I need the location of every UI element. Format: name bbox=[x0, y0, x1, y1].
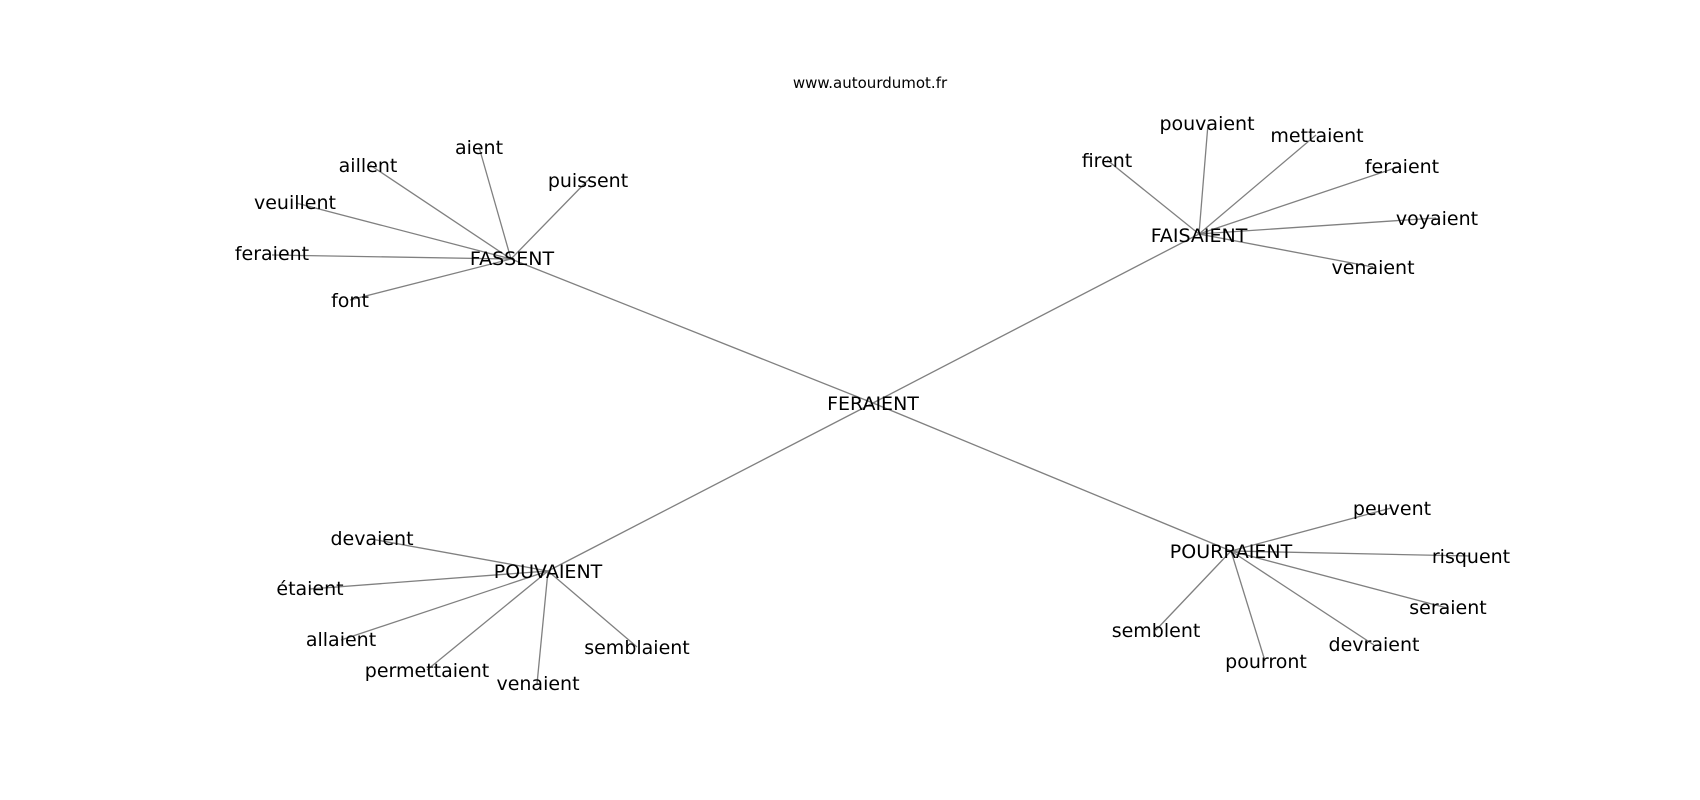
edge-pouvaient_h-devaient bbox=[370, 538, 549, 572]
node-feraient-c: FERAIENT bbox=[827, 393, 919, 415]
node-feraient-1: feraient bbox=[235, 243, 309, 265]
edge-pouvaient_h-permettaient bbox=[426, 570, 549, 671]
edge-fassent-font bbox=[349, 258, 512, 301]
edge-faisaient-firent bbox=[1106, 159, 1200, 235]
node-firent: firent bbox=[1082, 150, 1133, 172]
node-puissent: puissent bbox=[548, 170, 628, 192]
node-devaient: devaient bbox=[330, 528, 413, 550]
edge-pourraient-semblent bbox=[1155, 550, 1232, 631]
edge-feraient_c-faisaient bbox=[872, 233, 1200, 404]
edge-faisaient-pouvaient_l bbox=[1198, 123, 1209, 235]
source-label: www.autourdumot.fr bbox=[793, 74, 948, 92]
node-pourraient: POURRAIENT bbox=[1170, 541, 1293, 563]
edge-pouvaient_h-allaient bbox=[340, 570, 549, 641]
node-mettaient: mettaient bbox=[1270, 125, 1363, 147]
edge-faisaient-feraient_2 bbox=[1198, 165, 1402, 235]
edge-fassent-aillent bbox=[369, 164, 512, 260]
edge-layer bbox=[271, 123, 1471, 685]
node-peuvent: peuvent bbox=[1353, 498, 1431, 520]
edge-feraient_c-pourraient bbox=[872, 402, 1232, 552]
edge-fassent-feraient_1 bbox=[271, 254, 512, 260]
edge-fassent-aient bbox=[478, 146, 512, 260]
edge-faisaient-mettaient bbox=[1198, 134, 1317, 235]
edge-fassent-veuillent bbox=[295, 202, 512, 260]
node-faisaient: FAISAIENT bbox=[1151, 225, 1248, 247]
edge-pourraient-risquent bbox=[1230, 550, 1471, 557]
edge-pourraient-pourront bbox=[1230, 550, 1266, 662]
node-etaient: étaient bbox=[276, 578, 343, 600]
node-semblaient: semblaient bbox=[584, 637, 690, 659]
node-pourront: pourront bbox=[1225, 651, 1307, 673]
node-allaient: allaient bbox=[306, 629, 376, 651]
edge-pouvaient_h-venaient_2 bbox=[536, 570, 549, 685]
node-veuillent: veuillent bbox=[254, 192, 336, 214]
node-permettaient: permettaient bbox=[365, 660, 489, 682]
edge-feraient_c-fassent bbox=[510, 258, 874, 404]
node-aient: aient bbox=[455, 137, 503, 159]
node-pouvaient-h: POUVAIENT bbox=[494, 561, 603, 583]
label-layer: FERAIENT FASSENT FAISAIENT POUVAIENT POURRAI… bbox=[235, 113, 1510, 695]
node-aillent: aillent bbox=[339, 155, 398, 177]
node-devraient: devraient bbox=[1329, 634, 1420, 656]
node-venaient-1: venaient bbox=[1331, 257, 1414, 279]
edge-pouvaient_h-semblaient bbox=[547, 570, 638, 648]
edge-feraient_c-pouvaient_h bbox=[547, 402, 874, 572]
node-semblent: semblent bbox=[1112, 620, 1201, 642]
node-risquent: risquent bbox=[1432, 546, 1510, 568]
edge-faisaient-venaient_1 bbox=[1198, 233, 1374, 268]
node-pouvaient-l: pouvaient bbox=[1159, 113, 1254, 135]
node-fassent: FASSENT bbox=[470, 248, 555, 270]
edge-fassent-puissent bbox=[510, 179, 589, 260]
node-font: font bbox=[331, 290, 369, 312]
node-seraient: seraient bbox=[1409, 597, 1487, 619]
edge-pourraient-seraient bbox=[1230, 550, 1448, 609]
edge-faisaient-voyaient bbox=[1198, 217, 1437, 235]
edge-pourraient-peuvent bbox=[1230, 507, 1392, 552]
edge-pouvaient_h-etaient bbox=[309, 570, 549, 590]
node-venaient-2: venaient bbox=[496, 673, 579, 695]
node-feraient-2: feraient bbox=[1365, 156, 1439, 178]
edge-pourraient-devraient bbox=[1230, 550, 1375, 646]
node-voyaient: voyaient bbox=[1396, 208, 1478, 230]
